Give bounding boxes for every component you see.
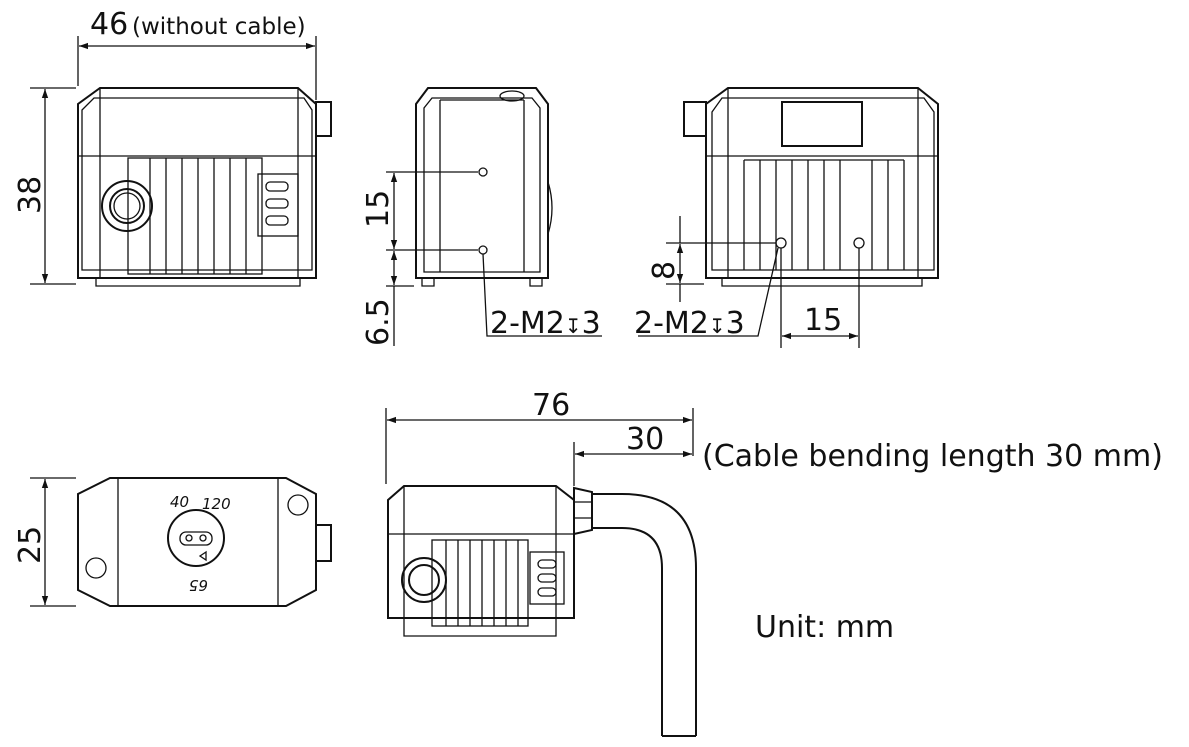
side-thread-spec: 2-M2↧3	[490, 306, 601, 341]
front-width-note: (without cable)	[132, 14, 306, 40]
back-cooling-fins	[743, 159, 905, 270]
cable-bend-note: (Cable bending length 30 mm)	[702, 439, 1163, 474]
dial-mark-a: 40	[170, 493, 189, 511]
front-height-value: 38	[13, 176, 48, 214]
back-hole-spacing-value: 15	[804, 303, 842, 338]
cable-view-lens-icon	[401, 557, 447, 603]
cable-bend-value: 30	[626, 422, 664, 457]
total-length-value: 76	[532, 388, 570, 423]
cooling-fins	[127, 157, 263, 275]
cable	[592, 493, 697, 736]
cable-view-fins	[431, 539, 529, 627]
back-thread-spec: 2-M2↧3	[634, 306, 745, 341]
front-view: 46 (without cable) 38	[13, 7, 332, 287]
side-mount-hole-bottom	[478, 245, 488, 255]
back-mount-hole-right	[853, 237, 865, 249]
focus-dial-icon: 40 120 65	[167, 493, 231, 594]
label-window	[781, 101, 863, 147]
top-depth-value: 25	[13, 526, 48, 564]
unit-label: Unit: mm	[755, 610, 894, 645]
dial-mark-c: 65	[189, 576, 208, 594]
back-mount-hole-left	[775, 237, 787, 249]
lens-icon	[101, 180, 153, 232]
back-view: 8 15 2-M2↧3	[634, 87, 939, 348]
pin-connector	[257, 173, 299, 237]
cable-view: 76 30 (Cable bending length 30 mm)	[385, 388, 1163, 737]
dial-mark-b: 120	[202, 495, 231, 513]
front-width-value: 46	[90, 7, 128, 42]
cable-view-connector	[529, 551, 565, 605]
side-hole-spacing-value: 15	[361, 190, 396, 228]
top-view: 40 120 65 25	[13, 477, 332, 607]
side-hole-offset-value: 6.5	[361, 298, 396, 346]
back-hole-height-value: 8	[647, 261, 682, 280]
side-mount-hole-top	[478, 167, 488, 177]
side-view: 15 6.5 2-M2↧3	[361, 87, 602, 346]
